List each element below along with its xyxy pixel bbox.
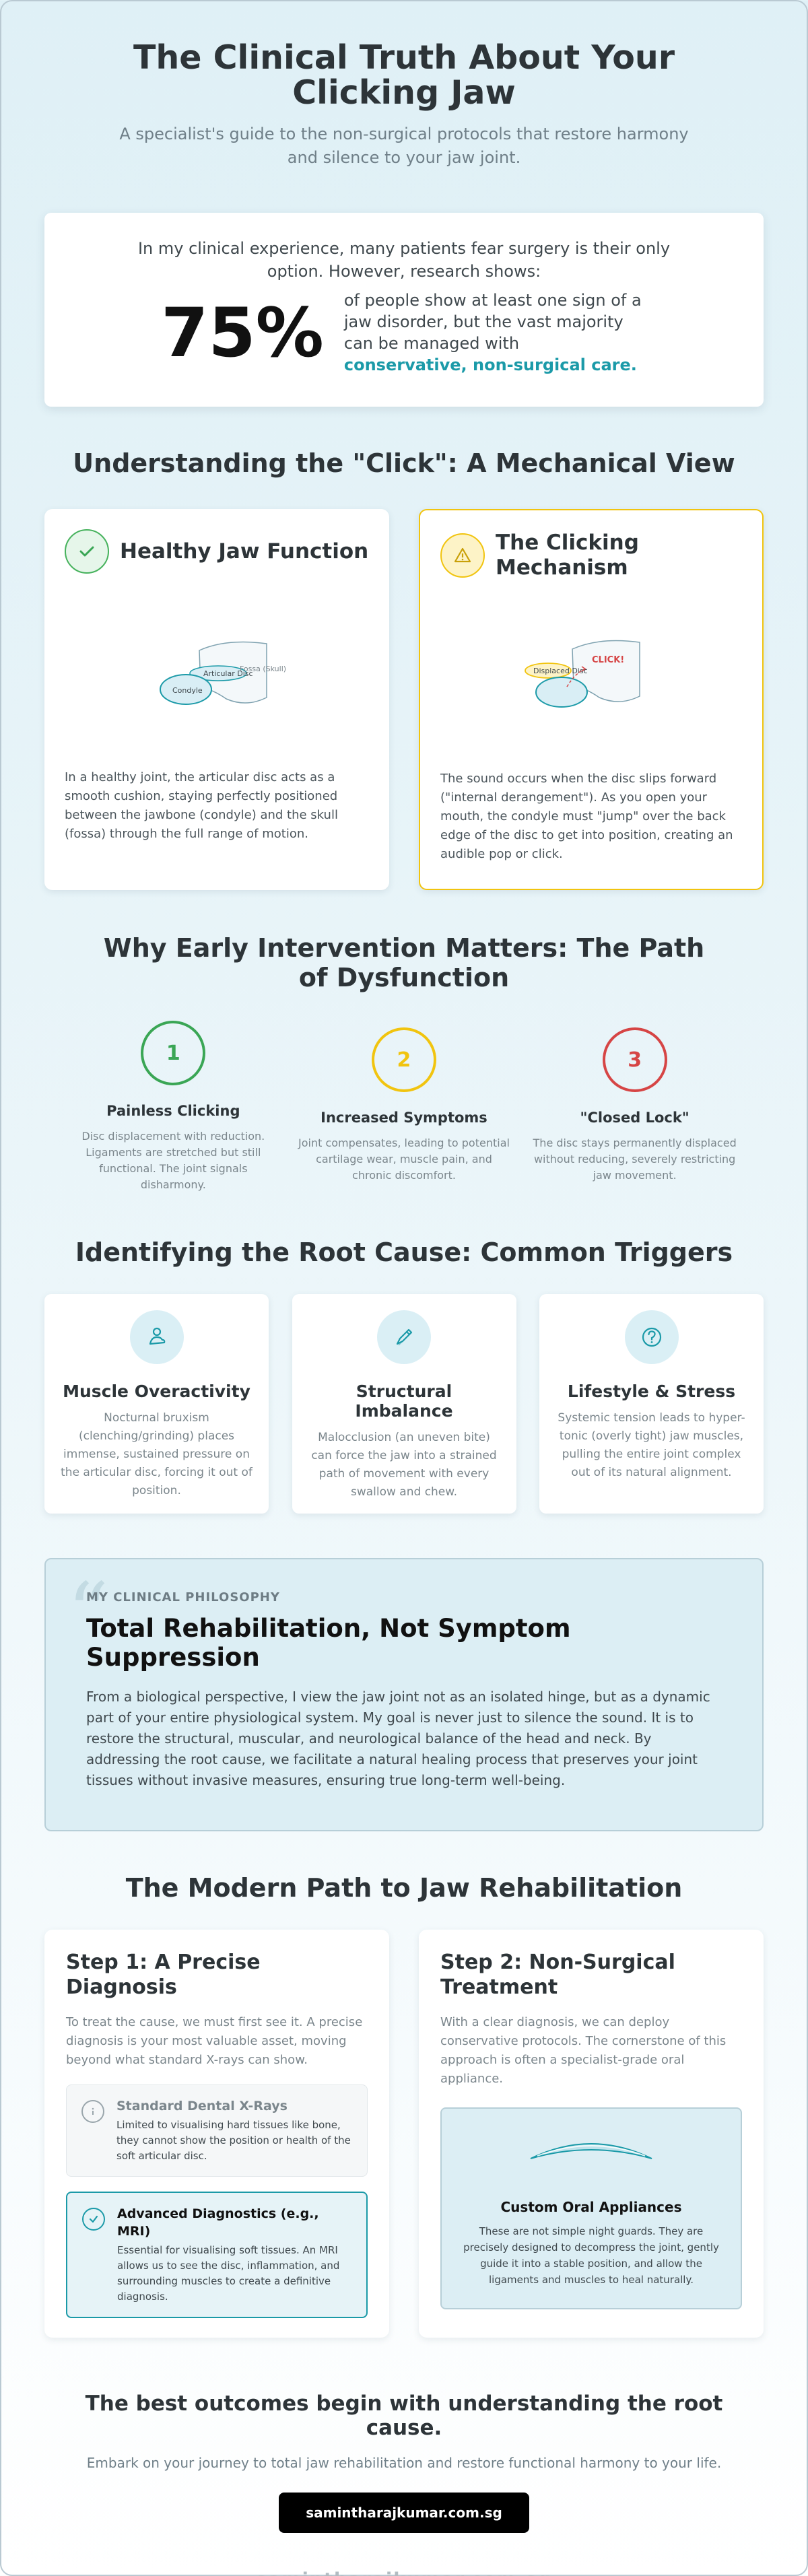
appliance-title: Custom Oral Appliances xyxy=(500,2199,682,2215)
philosophy-text: From a biological perspective, I view th… xyxy=(86,1689,710,1788)
step-text: Joint compensates, leading to potential … xyxy=(298,1137,510,1182)
appliance-panel: Custom Oral Appliances These are not sim… xyxy=(440,2107,742,2309)
trigger-text: Systemic tension leads to hyper-tonic (o… xyxy=(558,1411,745,1479)
footer-site-name: samintharajkumar.com.sg xyxy=(44,2569,764,2576)
check-icon xyxy=(65,529,109,574)
mechanical-section-title: Understanding the "Click": A Mechanical … xyxy=(73,448,735,478)
pen-ruler-icon xyxy=(377,1310,431,1364)
muscle-icon xyxy=(129,1310,184,1364)
philosophy-title: Total Rehabilitation, Not Symptom Suppre… xyxy=(86,1614,571,1672)
final-subtitle: Embark on your journey to total jaw reha… xyxy=(86,2455,722,2471)
healthy-card-header: Healthy Jaw Function xyxy=(65,529,369,574)
stat-value: 75% xyxy=(161,293,324,372)
stat-intro: In my clinical experience, many patients… xyxy=(137,239,671,281)
path-cards: Step 1: A Precise Diagnosis To treat the… xyxy=(44,1930,764,2338)
diagnosis-title: Step 1: A Precise Diagnosis xyxy=(66,1951,261,1999)
clicking-card-title: The Clicking Mechanism xyxy=(496,531,639,580)
healthy-card-text: In a healthy joint, the articular disc a… xyxy=(65,770,338,841)
healthy-card-title: Healthy Jaw Function xyxy=(120,539,369,564)
final-title: The best outcomes begin with understandi… xyxy=(85,2392,723,2440)
click-label: CLICK! xyxy=(592,655,624,665)
triggers-section-title: Identifying the Root Cause: Common Trigg… xyxy=(75,1238,733,1267)
diagnosis-text: To treat the cause, we must first see it… xyxy=(66,2015,363,2067)
intervention-step: 2 Increased Symptoms Joint compensates, … xyxy=(296,1027,512,1193)
stat-highlight: conservative, non-surgical care. xyxy=(343,355,637,374)
clicking-card-header: The Clicking Mechanism xyxy=(440,531,742,580)
quote-icon: “ xyxy=(67,1566,109,1660)
mri-option-text: Essential for visualising soft tissues. … xyxy=(117,2244,340,2303)
step-number-badge: 2 xyxy=(371,1027,436,1092)
stat-description: of people show at least one sign of a ja… xyxy=(344,290,647,376)
check-circle-icon xyxy=(82,2208,105,2231)
trigger-card: Structural Imbalance Malocclusion (an un… xyxy=(292,1294,516,1514)
intervention-step: 3 "Closed Lock" The disc stays permanent… xyxy=(527,1027,743,1193)
trigger-title: Muscle Overactivity xyxy=(63,1382,250,1401)
website-cta-button[interactable]: samintharajkumar.com.sg xyxy=(279,2493,529,2533)
treatment-title: Step 2: Non-Surgical Treatment xyxy=(440,1951,675,1999)
step-title: Painless Clicking xyxy=(106,1103,240,1119)
philosophy-kicker: MY CLINICAL PHILOSOPHY xyxy=(86,1590,280,1604)
page-title: The Clinical Truth About Your Clicking J… xyxy=(133,38,675,112)
treatment-text: With a clear diagnosis, we can deploy co… xyxy=(440,2015,727,2086)
stat-card: In my clinical experience, many patients… xyxy=(44,213,764,407)
path-section-title: The Modern Path to Jaw Rehabilitation xyxy=(125,1873,683,1903)
treatment-card: Step 2: Non-Surgical Treatment With a cl… xyxy=(419,1930,764,2338)
step-text: Disc displacement with reduction. Ligame… xyxy=(81,1130,265,1191)
xray-option-text: Limited to visualising hard tissues like… xyxy=(116,2119,351,2162)
healthy-joint-illustration: Articular Disc Fossa (Skull) Condyle xyxy=(44,623,389,738)
question-icon xyxy=(624,1310,679,1364)
step-number-badge: 3 xyxy=(602,1027,667,1092)
trigger-title: Structural Imbalance xyxy=(355,1382,453,1421)
trigger-text: Nocturnal bruxism (clenching/grinding) p… xyxy=(61,1411,252,1497)
intervention-steps: 1 Painless Clicking Disc displacement wi… xyxy=(44,1021,764,1193)
step-title: Increased Symptoms xyxy=(321,1110,487,1126)
clicking-joint-illustration: Displaced Disc CLICK! xyxy=(420,625,762,739)
trigger-card: Muscle Overactivity Nocturnal bruxism (c… xyxy=(44,1294,269,1514)
philosophy-card: “ MY CLINICAL PHILOSOPHY Total Rehabilit… xyxy=(44,1558,764,1831)
trigger-title: Lifestyle & Stress xyxy=(567,1382,736,1401)
mri-option: Advanced Diagnostics (e.g., MRI) Essenti… xyxy=(66,2192,368,2318)
diagnosis-card: Step 1: A Precise Diagnosis To treat the… xyxy=(44,1930,389,2338)
mri-option-title: Advanced Diagnostics (e.g., MRI) xyxy=(117,2206,319,2239)
xray-option-title: Standard Dental X-Rays xyxy=(116,2099,288,2113)
xray-option-body: Standard Dental X-Rays Limited to visual… xyxy=(116,2097,352,2164)
info-icon xyxy=(81,2100,104,2123)
trigger-card: Lifestyle & Stress Systemic tension lead… xyxy=(539,1294,764,1514)
clicking-card-text: The sound occurs when the disc slips for… xyxy=(440,772,733,861)
intervention-step: 1 Painless Clicking Disc displacement wi… xyxy=(65,1021,281,1193)
trigger-cards: Muscle Overactivity Nocturnal bruxism (c… xyxy=(44,1294,764,1514)
mechanical-cards: Healthy Jaw Function Articular Disc Foss… xyxy=(44,509,764,890)
fossa-label: Fossa (Skull) xyxy=(240,665,286,673)
trigger-text: Malocclusion (an uneven bite) can force … xyxy=(311,1431,497,1499)
mri-option-body: Advanced Diagnostics (e.g., MRI) Essenti… xyxy=(117,2205,351,2305)
step-number-badge: 1 xyxy=(141,1021,206,1085)
stat-text: of people show at least one sign of a ja… xyxy=(343,291,642,353)
stat-row: 75% of people show at least one sign of … xyxy=(71,290,737,376)
xray-option: Standard Dental X-Rays Limited to visual… xyxy=(66,2084,368,2177)
intervention-section-title: Why Early Intervention Matters: The Path… xyxy=(103,933,705,992)
condyle-label: Condyle xyxy=(172,686,203,695)
warning-icon xyxy=(440,533,485,578)
page-subtitle: A specialist's guide to the non-surgical… xyxy=(119,125,689,167)
healthy-card: Healthy Jaw Function Articular Disc Foss… xyxy=(44,509,389,890)
step-text: The disc stays permanently displaced wit… xyxy=(533,1137,737,1182)
displaced-disc-label: Displaced Disc xyxy=(533,667,588,675)
clicking-card: The Clicking Mechanism Displaced Disc CL… xyxy=(419,509,764,890)
appliance-text: These are not simple night guards. They … xyxy=(463,2225,719,2286)
oral-appliance-icon xyxy=(530,2143,652,2159)
disc-label: Articular Disc xyxy=(203,669,253,678)
step-title: "Closed Lock" xyxy=(580,1110,689,1126)
